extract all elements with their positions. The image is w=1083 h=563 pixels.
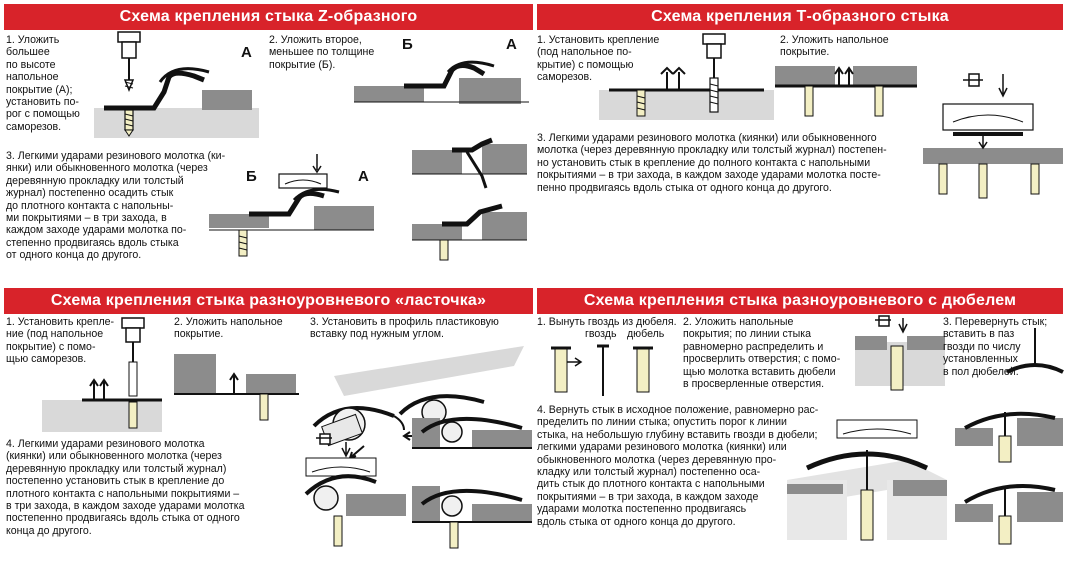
dowel-step3-illustration <box>1006 328 1064 374</box>
t-step2-text: 2. Уложить напольное покрытие. <box>780 34 889 59</box>
t-joint-panel: Схема крепления Т-образного стыка 1. Уст… <box>537 4 1063 276</box>
t-step1-text: 1. Установить крепление (под напольное п… <box>537 34 660 84</box>
z-step2-text: 2. Уложить второе, меньшее по толщине по… <box>269 34 375 71</box>
dowel-step2-illustration <box>855 315 945 391</box>
dowel-step3-text: 3. Перевернуть стык; вставить в паз гвоз… <box>943 316 1048 378</box>
z-joint-title: Схема крепления стыка Z-образного <box>4 4 533 30</box>
t-step3-text: 3. Легкими ударами резинового молотка (к… <box>537 132 887 194</box>
z-step3-result-top <box>412 137 527 189</box>
dovetail-step2-illustration <box>174 354 299 421</box>
dovetail-step4-hammer <box>304 433 406 547</box>
z-label-a-3: А <box>358 168 369 185</box>
dowel-nail-label: гвоздь <box>585 328 617 340</box>
dovetail-step4-text: 4. Легкими ударами резинового молотка (к… <box>6 438 245 537</box>
dovetail-step4-result-top <box>412 416 532 449</box>
z-label-b-2: Б <box>402 36 413 53</box>
dowel-step4-illustration <box>787 419 947 541</box>
dowel-joint-panel: Схема крепления стыка разноуровневого с … <box>537 288 1064 560</box>
z-step3-text: 3. Легкими ударами резинового молотка (к… <box>6 150 226 262</box>
t-step2-illustration <box>775 66 917 117</box>
dowel-step4-result-bottom <box>955 484 1063 545</box>
dowel-step1-illustration <box>551 344 653 396</box>
dowel-step4-text: 4. Вернуть стык в исходное положение, ра… <box>537 404 819 528</box>
dovetail-joint-title: Схема крепления стыка разноуровневого «л… <box>4 288 533 314</box>
dowel-step4-result-top <box>955 411 1063 463</box>
z-label-a-1: А <box>241 44 252 61</box>
dowel-step1-text: 1. Вынуть гвоздь из дюбеля. <box>537 316 677 328</box>
dowel-dowel-label: дюбель <box>627 328 665 340</box>
z-label-a-2: А <box>506 36 517 53</box>
dovetail-step4-result-bottom <box>412 486 532 549</box>
z-step1-illustration <box>94 31 259 138</box>
t-joint-title: Схема крепления Т-образного стыка <box>537 4 1063 30</box>
dowel-step2-text: 2. Уложить напольные покрытия; по линии … <box>683 316 841 391</box>
z-label-b-3: Б <box>246 168 257 185</box>
dovetail-step1-illustration <box>42 317 162 432</box>
z-joint-panel: Схема крепления стыка Z-образного 1. Уло… <box>4 4 533 276</box>
t-step1-illustration <box>599 33 774 120</box>
dovetail-step3-text: 3. Установить в профиль пластиковую вста… <box>310 316 499 341</box>
dovetail-joint-panel: Схема крепления стыка разноуровневого «л… <box>4 288 533 560</box>
z-step3-result-bottom <box>412 203 527 261</box>
z-step3-illustration <box>209 154 374 257</box>
dovetail-step2-text: 2. Уложить напольное покрытие. <box>174 316 283 341</box>
z-step1-text: 1. Уложить большее по высоте напольное п… <box>6 34 80 133</box>
dowel-joint-title: Схема крепления стыка разноуровневого с … <box>537 288 1063 314</box>
z-step2-illustration <box>354 60 529 104</box>
t-hammer-illustration <box>923 73 1063 199</box>
dovetail-step1-text: 1. Установить крепле- ние (под напольное… <box>6 316 115 366</box>
